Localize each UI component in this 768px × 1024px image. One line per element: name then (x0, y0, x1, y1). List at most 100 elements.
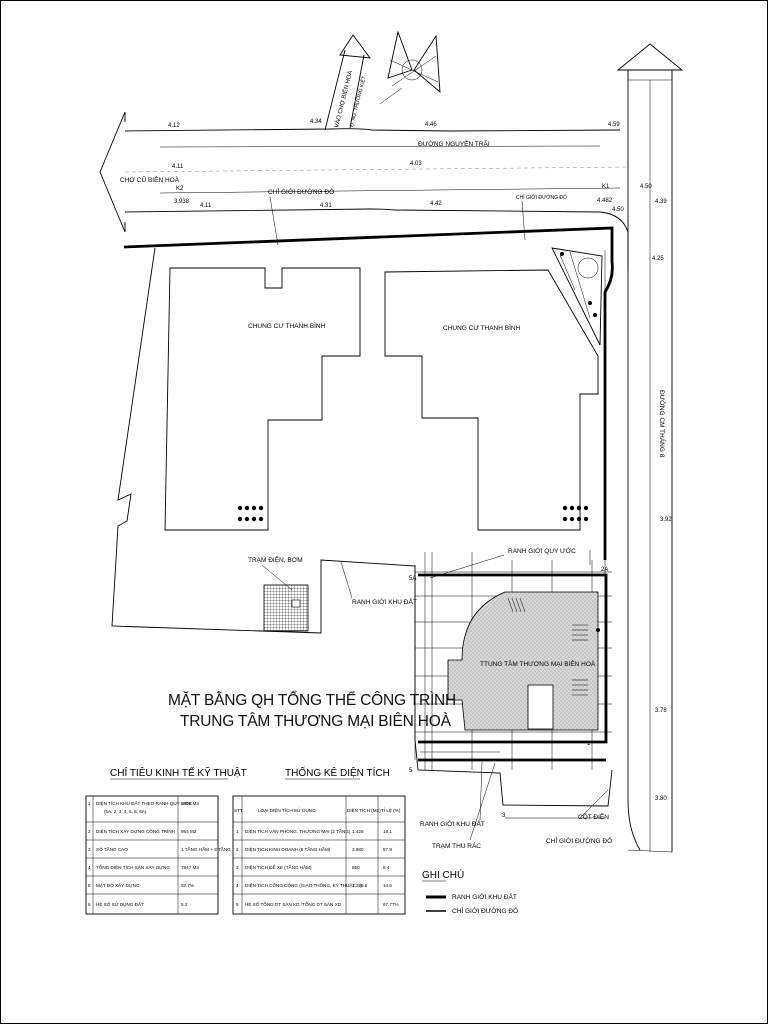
title-line-1: MẶT BẰNG QH TỔNG THỂ CÔNG TRÌNH (168, 691, 456, 709)
svg-text:4.31: 4.31 (320, 203, 332, 209)
label-cot-dien: CỘT ĐIỆN (578, 812, 609, 821)
svg-text:4.03: 4.03 (410, 161, 422, 167)
table2-cell-no: 3 (236, 865, 239, 870)
table2-cell-name: DIỆN TÍCH KINH DOANH (6 TẦNG HẦM) (245, 845, 331, 852)
svg-text:3.78: 3.78 (655, 708, 667, 714)
building-trung-tam-thuong-mai (415, 552, 612, 770)
table2-cell-pct: 57.9 (383, 847, 392, 852)
table1-cell-no: 3 (88, 847, 91, 852)
table1-cell-name: TỔNG DIỆN TÍCH SÀN XÂY DỰNG (96, 863, 170, 870)
table2-cell-pct: 14.6 (383, 883, 392, 888)
svg-text:1: 1 (587, 741, 591, 747)
table1-heading: CHỈ TIÊU KINH TẾ KỸ THUẬT (110, 766, 247, 779)
table2-cell-name: DIỆN TÍCH ĐỂ XE (TẦNG HẦM) (245, 863, 312, 870)
road-cm-thang-8 (604, 43, 684, 853)
label-ranh-gioi-quy-uoc: RANH GIỚI QUY ƯỚC (508, 546, 576, 555)
legend-item-ranh-gioi: RANH GIỚI KHU ĐẤT (452, 891, 517, 901)
table2-cell-no: 1 (236, 829, 239, 834)
table2-cell-area: 850 (352, 865, 360, 870)
table2-cell-no: 2 (236, 847, 239, 852)
table-chi-tieu-kinh-te: CHỈ TIÊU KINH TẾ KỸ THUẬT 1 DIỆN TÍCH KHU… (85, 766, 247, 915)
building-chung-cu-right (384, 269, 599, 531)
table1-cell-no: 4 (88, 865, 91, 870)
legend: GHI CHÚ RANH GIỚI KHU ĐẤT CHỈ GIỚI ĐƯỜNG… (422, 868, 518, 915)
svg-text:4.50: 4.50 (640, 184, 652, 190)
table1-cell-no: 2 (88, 829, 91, 834)
svg-text:4.11: 4.11 (200, 203, 212, 209)
table1-cell-value: 52.7% (181, 883, 194, 888)
label-mall: TTUNG TÂM THƯƠNG MẠI BIÊN HOÀ (480, 659, 596, 668)
table2-cell-pct: 67.77% (383, 902, 399, 907)
svg-text:4.46: 4.46 (425, 122, 437, 128)
label-tram-dien-bom: TRẠM ĐIỆN, BƠM (248, 555, 303, 564)
svg-text:4.39: 4.39 (655, 199, 667, 205)
table1-cell-name2: (5A, 2, 3, 4, 5, 6, 6A) (104, 809, 147, 814)
table1-cell-no: 1 (88, 801, 91, 806)
table1-cell-no: 6 (88, 902, 91, 907)
table1-cell-value: 954 M2 (181, 829, 197, 834)
table2-cell-no: 5 (236, 902, 239, 907)
table1-cell-value: 1808 M2 (181, 801, 199, 806)
svg-text:3: 3 (502, 813, 506, 819)
label-chi-gioi-duong-do: CHỈ GIỚI ĐƯỜNG ĐỎ (268, 187, 334, 196)
svg-text:2A: 2A (601, 567, 608, 573)
svg-text:4.42: 4.42 (430, 201, 442, 207)
elevation-labels: 4.12 4.34 4.46 4.59 4.11 4.03 4.11 4.31 … (168, 119, 672, 802)
table1-cell-name: HỆ SỐ SỬ DỤNG ĐẤT (96, 900, 144, 907)
table2-cell-area: 1.296.5 (352, 883, 368, 888)
road-label-cho-bien-hoa: CHỢ CŨ BIÊN HOÀ (120, 175, 180, 184)
table2-cell-name: DIỆN TÍCH CÔNG CỘNG (GIAO THÔNG, KỸ THUẬ… (245, 881, 362, 888)
table1-cell-value: 1 TẦNG HẦM + 8 TẦNG (181, 846, 231, 852)
corner-landscape (551, 247, 603, 346)
table2-cell-area: 1.425 (352, 829, 364, 834)
table2-cell-no: 4 (236, 883, 239, 888)
chi-gioi-duong-do-line (123, 226, 614, 560)
svg-text:3.92: 3.92 (660, 517, 672, 523)
svg-text:5A: 5A (409, 576, 416, 582)
tram-dien-bom (261, 564, 309, 632)
table2-cell-area: 3.880 (352, 847, 364, 852)
leader-lines (269, 196, 609, 841)
label-ranh-gioi-khu-dat-2: RANH GIỚI KHU ĐẤT (420, 818, 485, 828)
table1-cell-no: 5 (88, 883, 91, 888)
north-arrow-icon (379, 30, 441, 105)
svg-text:4.482: 4.482 (597, 198, 613, 204)
road-label-nguyen-trai: ĐƯỜNG NGUYỄN TRÃI (418, 139, 490, 148)
table2-cell-name: HỆ SỐ TỔNG DT SÀN KD /TỔNG DT SÀN XD (245, 900, 342, 907)
road-nguyen-trai (99, 111, 629, 270)
table2-cell-name: DIỆN TÍCH VĂN PHÒNG, THƯƠNG MẠI (2 TẦNG) (245, 827, 351, 834)
label-chi-gioi-small: CHỈ GIỚI ĐƯỜNG ĐỎ (516, 194, 567, 201)
table2-cell-pct: 18.1 (383, 829, 392, 834)
svg-text:3.938: 3.938 (174, 199, 190, 205)
svg-text:DIỆN TÍCH (M2): DIỆN TÍCH (M2) (347, 806, 381, 813)
svg-text:5: 5 (409, 768, 413, 774)
title-line-2: TRUNG TÂM THƯƠNG MẠI BIÊN HOÀ (180, 713, 452, 730)
legend-heading: GHI CHÚ (422, 868, 464, 881)
road-label-cmt8: ĐƯỜNG CM THÁNG 8 (658, 390, 667, 458)
table1-cell-name: MẬT ĐỘ XÂY DỰNG (96, 882, 140, 888)
label-ranh-gioi-khu-dat-1: RANH GIỚI KHU ĐẤT (352, 596, 417, 606)
svg-text:4.25: 4.25 (652, 256, 664, 262)
svg-text:K2: K2 (176, 186, 184, 192)
table-thong-ke-dien-tich: THỐNG KÊ DIỆN TÍCH STT LOẠI DIỆN TÍCH SỬ… (232, 765, 406, 915)
legend-item-chi-gioi: CHỈ GIỚI ĐƯỜNG ĐỎ (452, 906, 518, 915)
svg-text:4.12: 4.12 (168, 123, 180, 129)
svg-text:4.34: 4.34 (310, 119, 322, 125)
svg-text:4.50: 4.50 (612, 207, 624, 213)
road-to-market (324, 34, 371, 131)
svg-text:LOẠI DIỆN TÍCH SỬ DỤNG: LOẠI DIỆN TÍCH SỬ DỤNG (258, 806, 316, 813)
building-chung-cu-left (164, 267, 361, 531)
svg-text:K1: K1 (602, 184, 610, 190)
label-chung-cu-right: CHUNG CƯ THANH BÌNH (443, 323, 521, 332)
table1-cell-value: 7847 M2 (181, 865, 199, 870)
table1-cell-name: DIỆN TÍCH KHU ĐẤT THEO RANH QUY ƯỚC (96, 799, 193, 806)
svg-text:STT: STT (234, 808, 243, 813)
map-labels: ĐƯỜNG NGUYỄN TRÃI CHỢ CŨ BIÊN HOÀ VÀO CH… (120, 70, 667, 850)
label-chi-gioi-duong-do-2: CHỈ GIỚI ĐƯỜNG ĐỎ (546, 836, 612, 845)
point-markers: 5A 2A 5 3 1 (409, 567, 608, 819)
svg-text:TỈ LỆ (%): TỈ LỆ (%) (381, 806, 401, 813)
label-tram-thu-rac: TRẠM THU RÁC (432, 841, 481, 850)
dimension-lines (414, 550, 605, 819)
table1-cell-value: 5.2 (181, 902, 188, 907)
